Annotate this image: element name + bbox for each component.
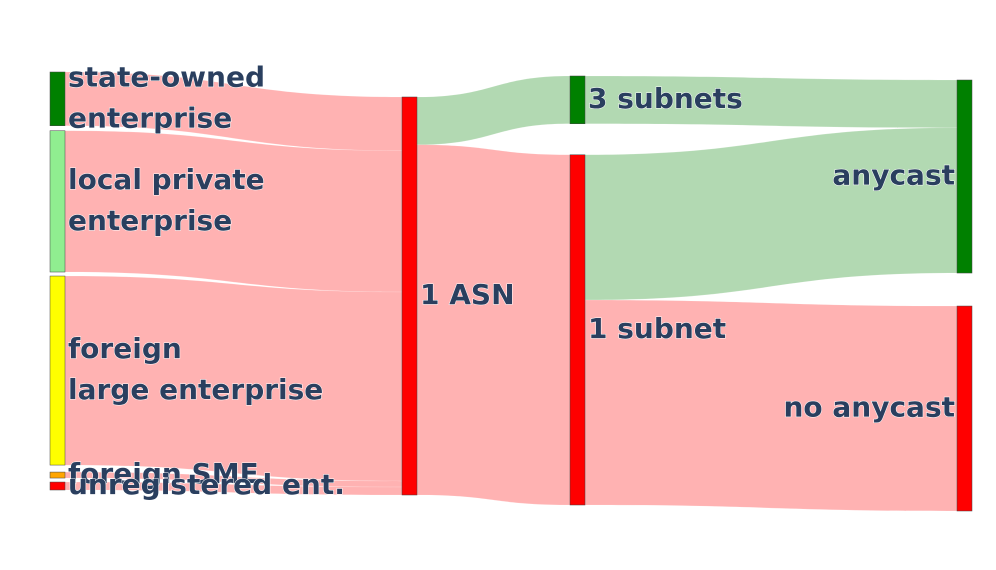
label-fle-line-1: large enterprise [68, 373, 323, 406]
label-asn1-line-0: 1 ASN [420, 278, 515, 311]
label-lpe-line-0: local private [68, 163, 265, 196]
link-asn1-to-sub1 [416, 144, 571, 506]
label-sub3-line-0: 3 subnets [588, 82, 743, 115]
node-asn1 [401, 96, 418, 496]
node-any [956, 79, 973, 274]
node-sub3 [569, 75, 586, 125]
label-lpe: local private enterprise [68, 163, 265, 237]
label-asn1: 1 ASN [420, 278, 515, 311]
label-noany-line-0: no anycast [783, 391, 955, 424]
label-unr-line-0: unregistered ent. [68, 468, 345, 501]
link-asn1-to-sub3 [416, 75, 571, 146]
label-noany: no anycast [783, 391, 955, 424]
label-sub1: 1 subnet [588, 312, 726, 345]
sankey-links [64, 71, 958, 512]
node-fle [49, 275, 66, 466]
label-soe: state-owned enterprise [68, 60, 265, 134]
label-fle-line-0: foreign [68, 332, 182, 365]
link-sub1-to-any [584, 127, 958, 301]
label-soe-line-0: state-owned [68, 60, 265, 93]
node-noany [956, 305, 973, 512]
node-sub1 [569, 154, 586, 506]
label-any: anycast [832, 159, 955, 192]
node-soe [49, 71, 66, 126]
node-fsme [49, 471, 66, 479]
label-lpe-line-1: enterprise [68, 204, 232, 237]
sankey-labels: state-owned enterprise local private enterp… [68, 60, 956, 502]
sankey-nodes [49, 71, 973, 512]
label-fle: foreign large enterprise [68, 332, 323, 406]
node-lpe [49, 130, 66, 273]
label-sub3: 3 subnets [588, 82, 743, 115]
label-sub1-line-0: 1 subnet [588, 312, 726, 345]
label-fsme-line-0: foreign SME [68, 457, 259, 490]
label-any-line-0: anycast [832, 159, 955, 192]
label-fsme: foreign SME [68, 457, 259, 490]
node-unr [49, 481, 66, 491]
label-unr: unregistered ent. [68, 468, 345, 501]
label-soe-line-1: enterprise [68, 101, 232, 134]
